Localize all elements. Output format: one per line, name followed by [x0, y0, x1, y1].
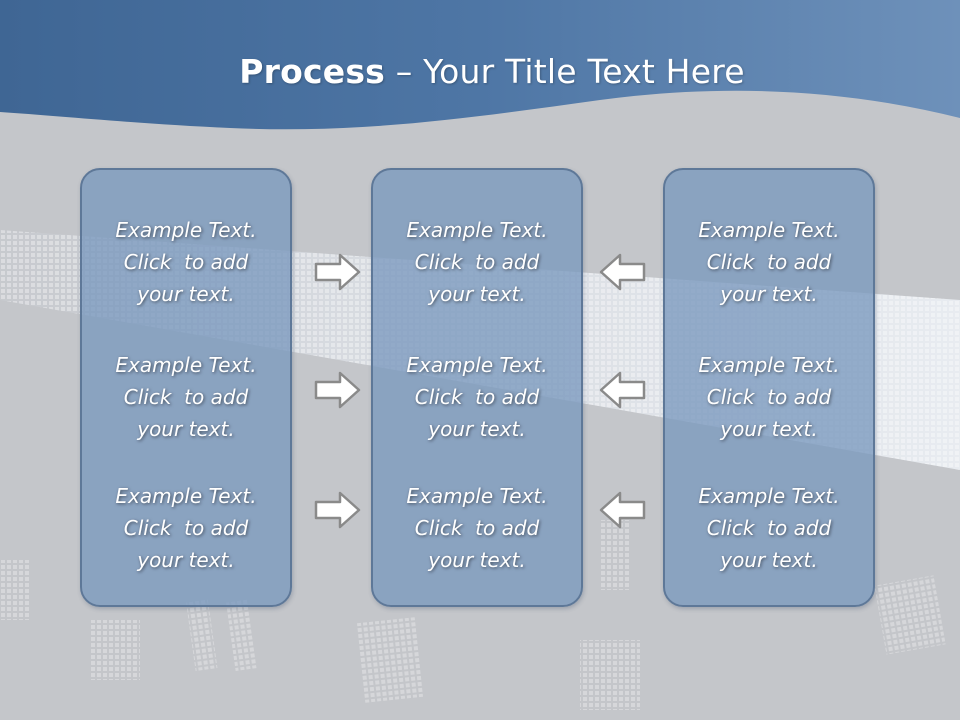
- text-line: your text.: [137, 417, 235, 441]
- text-line: Click to add: [123, 516, 249, 540]
- right-text-block-1[interactable]: Example Text. Click to add your text.: [665, 214, 873, 310]
- text-line: your text.: [428, 417, 526, 441]
- text-line: Click to add: [414, 516, 540, 540]
- text-line: Example Text.: [406, 484, 548, 508]
- middle-text-block-2[interactable]: Example Text. Click to add your text.: [373, 349, 581, 445]
- left-text-block-1[interactable]: Example Text. Click to add your text.: [82, 214, 290, 310]
- middle-text-block-1[interactable]: Example Text. Click to add your text.: [373, 214, 581, 310]
- text-line: Example Text.: [698, 484, 840, 508]
- slide-title[interactable]: Process – Your Title Text Here: [0, 52, 960, 91]
- text-line: Example Text.: [406, 353, 548, 377]
- text-line: your text.: [137, 282, 235, 306]
- right-arrow-icon[interactable]: [314, 490, 362, 530]
- text-line: Click to add: [414, 250, 540, 274]
- text-line: your text.: [428, 282, 526, 306]
- text-line: Example Text.: [115, 218, 257, 242]
- title-rest: – Your Title Text Here: [385, 52, 745, 91]
- text-line: Example Text.: [698, 218, 840, 242]
- right-text-block-3[interactable]: Example Text. Click to add your text.: [665, 480, 873, 576]
- right-arrow-icon[interactable]: [314, 370, 362, 410]
- right-arrow-icon[interactable]: [314, 252, 362, 292]
- text-line: your text.: [428, 548, 526, 572]
- text-line: your text.: [720, 282, 818, 306]
- left-text-panel[interactable]: Example Text. Click to add your text. Ex…: [80, 168, 292, 607]
- text-line: Click to add: [706, 516, 832, 540]
- text-line: Click to add: [414, 385, 540, 409]
- left-arrow-icon[interactable]: [598, 370, 646, 410]
- text-line: Click to add: [706, 385, 832, 409]
- right-text-block-2[interactable]: Example Text. Click to add your text.: [665, 349, 873, 445]
- left-text-block-2[interactable]: Example Text. Click to add your text.: [82, 349, 290, 445]
- text-line: Example Text.: [115, 353, 257, 377]
- middle-text-panel[interactable]: Example Text. Click to add your text. Ex…: [371, 168, 583, 607]
- text-line: Example Text.: [698, 353, 840, 377]
- text-line: Click to add: [706, 250, 832, 274]
- left-arrow-icon[interactable]: [598, 252, 646, 292]
- text-line: your text.: [720, 417, 818, 441]
- middle-text-block-3[interactable]: Example Text. Click to add your text.: [373, 480, 581, 576]
- title-bold: Process: [239, 52, 386, 91]
- text-line: Click to add: [123, 250, 249, 274]
- text-line: your text.: [720, 548, 818, 572]
- text-line: Example Text.: [115, 484, 257, 508]
- left-text-block-3[interactable]: Example Text. Click to add your text.: [82, 480, 290, 576]
- left-arrow-icon[interactable]: [598, 490, 646, 530]
- text-line: Click to add: [123, 385, 249, 409]
- right-text-panel[interactable]: Example Text. Click to add your text. Ex…: [663, 168, 875, 607]
- text-line: Example Text.: [406, 218, 548, 242]
- text-line: your text.: [137, 548, 235, 572]
